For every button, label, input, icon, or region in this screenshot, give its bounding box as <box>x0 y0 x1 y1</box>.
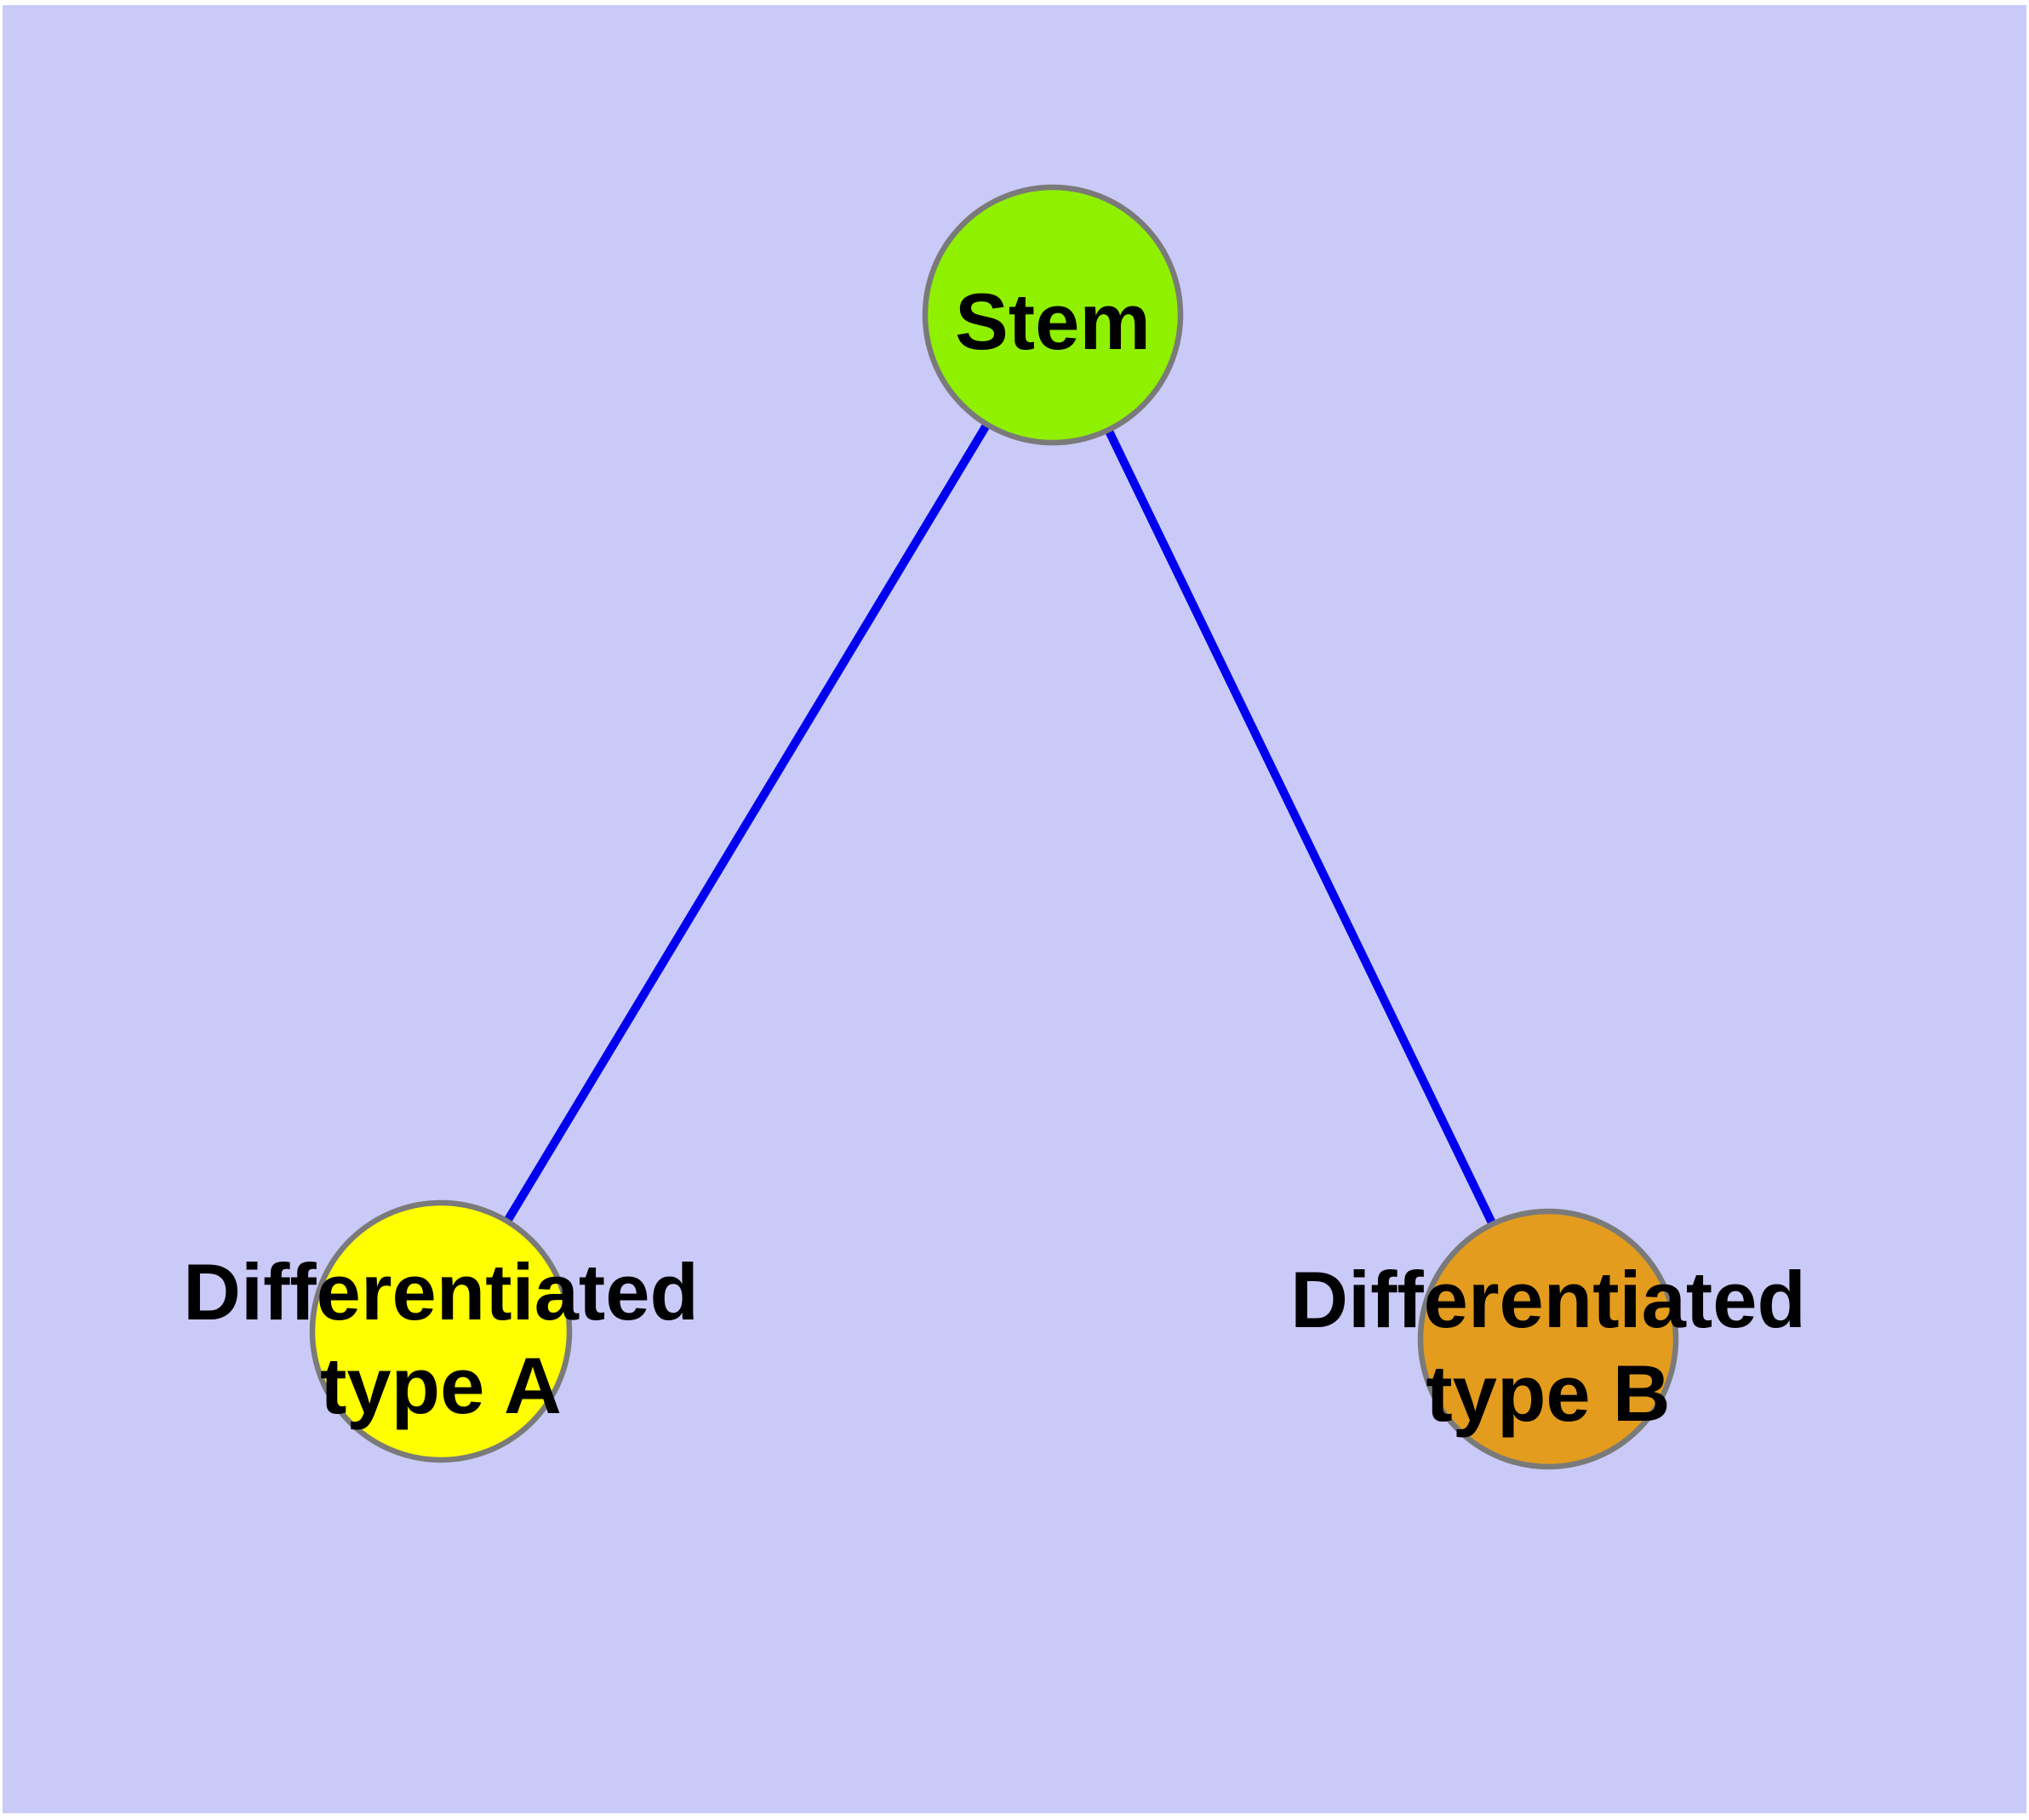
edge-stem-to-type-a <box>437 312 1057 1334</box>
node-differentiated-type-a <box>309 1199 573 1463</box>
node-differentiated-type-b <box>1417 1208 1679 1470</box>
node-stem <box>922 184 1184 446</box>
node-type-a-label-line1: Differentiated <box>183 1247 699 1336</box>
node-type-b-label-line1: Differentiated <box>1290 1255 1806 1344</box>
node-stem-label: Stem <box>955 277 1151 366</box>
edge-stem-to-type-b <box>1049 312 1552 1342</box>
node-type-a-label-line2: type A <box>320 1341 562 1430</box>
node-type-b-label-line2: type B <box>1426 1348 1670 1438</box>
